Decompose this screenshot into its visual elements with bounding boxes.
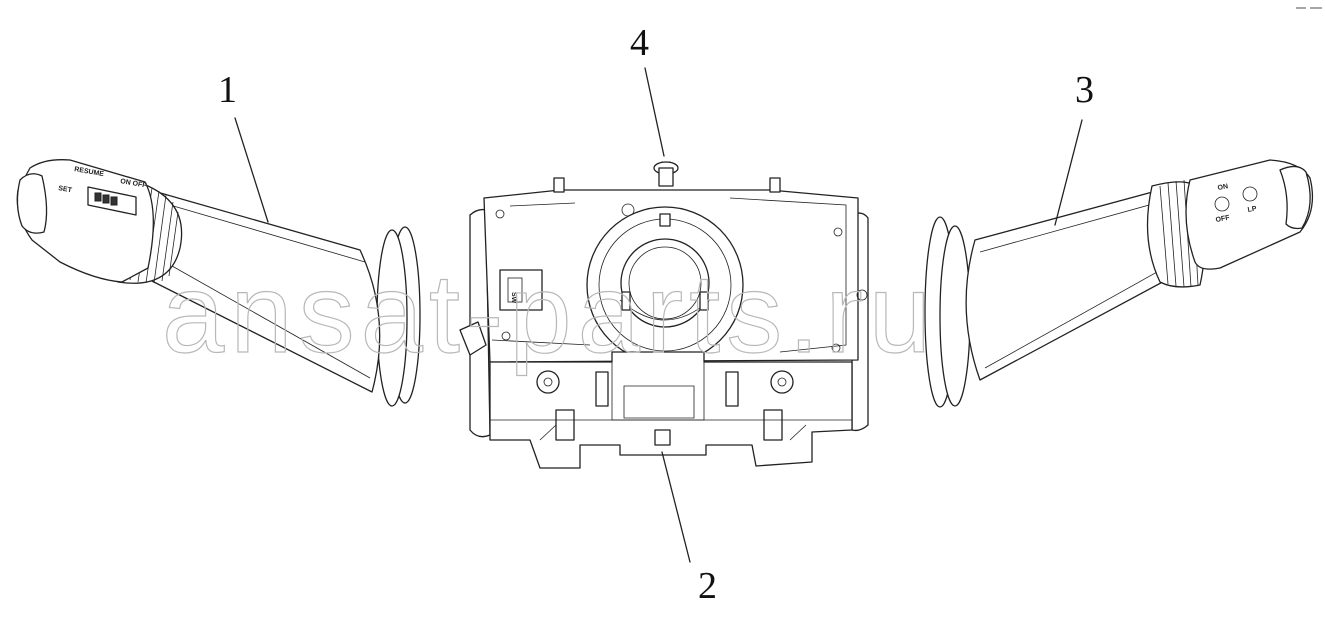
left-stalk-cap xyxy=(16,173,48,234)
screw-shank xyxy=(658,167,674,187)
left-on-off-label: ON OFF xyxy=(120,178,148,190)
right-stalk-part-3: ON OFF LP xyxy=(924,159,1314,408)
callout-4: 4 xyxy=(630,22,649,64)
callout-2: 2 xyxy=(698,565,717,607)
leader-line-1 xyxy=(234,117,269,223)
right-stalk-cap xyxy=(1279,165,1311,230)
right-mount-disc-inner xyxy=(939,225,971,407)
right-mark-label: LP xyxy=(1247,205,1257,214)
right-stalk-shaft xyxy=(965,189,1186,381)
watermark: ansat-parts.ru xyxy=(162,251,937,376)
wiring-connector xyxy=(499,269,543,311)
leader-lines xyxy=(234,67,1083,563)
screw-part-4 xyxy=(653,161,679,187)
leader-line-2 xyxy=(661,451,691,563)
right-screw-boss xyxy=(770,370,794,394)
left-set-label: SET xyxy=(58,185,73,194)
left-stalk-shaft xyxy=(139,189,381,393)
housing-lower-body xyxy=(489,351,853,469)
left-screw-boss xyxy=(536,370,560,394)
connector-label: SW xyxy=(510,292,517,304)
leader-line-4 xyxy=(644,67,665,157)
right-off-label: OFF xyxy=(1215,215,1231,224)
left-stalk-part-1: RESUME SET ON OFF xyxy=(16,159,421,407)
callout-3: 3 xyxy=(1075,69,1094,111)
right-on-label: ON xyxy=(1217,183,1229,192)
leader-line-3 xyxy=(1054,119,1083,226)
clock-spring-inner-ring xyxy=(620,238,710,328)
callout-1: 1 xyxy=(218,69,237,111)
switch-housing-part-2: SW xyxy=(459,177,869,469)
